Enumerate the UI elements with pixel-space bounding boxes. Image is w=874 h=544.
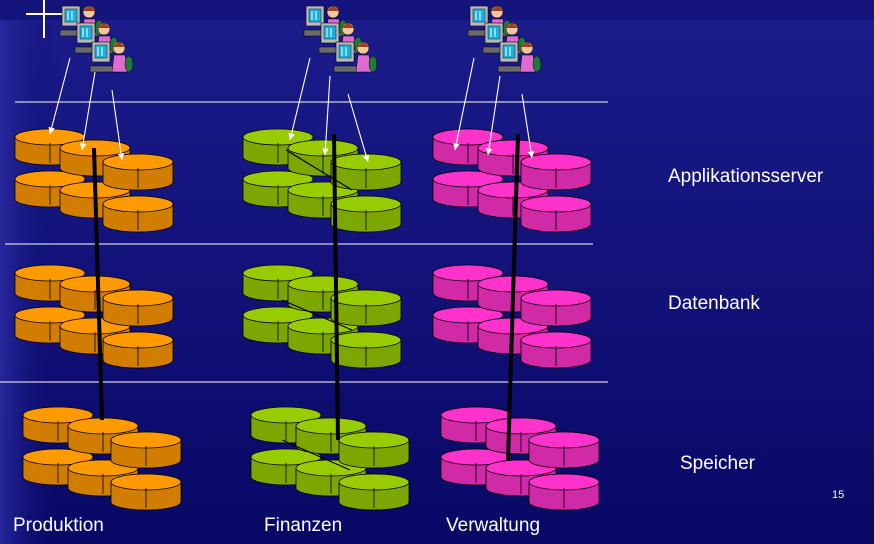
finance-connection-line: [332, 133, 340, 441]
production-connection-line: [92, 147, 104, 421]
column-label-production: Produktion: [13, 515, 104, 536]
finance-layer1-server-3: [330, 153, 402, 233]
finance-layer1-server-1: [242, 128, 314, 208]
production-layer2-server-3: [102, 289, 174, 369]
finance-layer3-server-3: [338, 431, 410, 511]
admin-layer3-server-3: [528, 431, 600, 511]
production-user-icon-3: [89, 41, 134, 73]
production-request-arrow: [111, 89, 125, 161]
production-request-arrow: [48, 57, 71, 135]
production-layer1-server-3: [102, 153, 174, 233]
admin-user-icon-3: [497, 41, 542, 73]
admin-user-icon-2: [482, 22, 527, 54]
admin-connection-line: [506, 133, 520, 461]
column-label-admin: Verwaltung: [446, 515, 541, 536]
column-label-finance: Finanzen: [264, 515, 343, 536]
production-request-arrow: [79, 71, 96, 151]
production-layer2-server-2: [59, 275, 131, 355]
production-layer3-server-3: [110, 431, 182, 511]
top-band: [0, 0, 874, 20]
admin-request-arrow: [485, 75, 501, 156]
finance-cross-link-1: [285, 149, 353, 191]
finance-cross-link-2: [281, 299, 353, 331]
admin-layer2-server-3: [520, 289, 592, 369]
finance-layer2-server-3: [330, 289, 402, 369]
finance-request-arrow: [322, 75, 331, 156]
finance-request-arrow: [288, 57, 311, 141]
admin-request-arrow: [453, 57, 475, 151]
layer-label-app: Applikationsserver: [668, 166, 824, 187]
diagram-content: [14, 5, 600, 511]
finance-cross-link-3: [281, 439, 351, 471]
layer-label-storage: Speicher: [680, 453, 755, 474]
admin-request-arrow: [521, 93, 535, 159]
page-number: 15: [832, 489, 845, 501]
layer-label-db: Datenbank: [668, 293, 760, 314]
finance-user-icon-3: [333, 41, 378, 73]
finance-request-arrow: [347, 93, 370, 163]
admin-layer1-server-3: [520, 153, 592, 233]
